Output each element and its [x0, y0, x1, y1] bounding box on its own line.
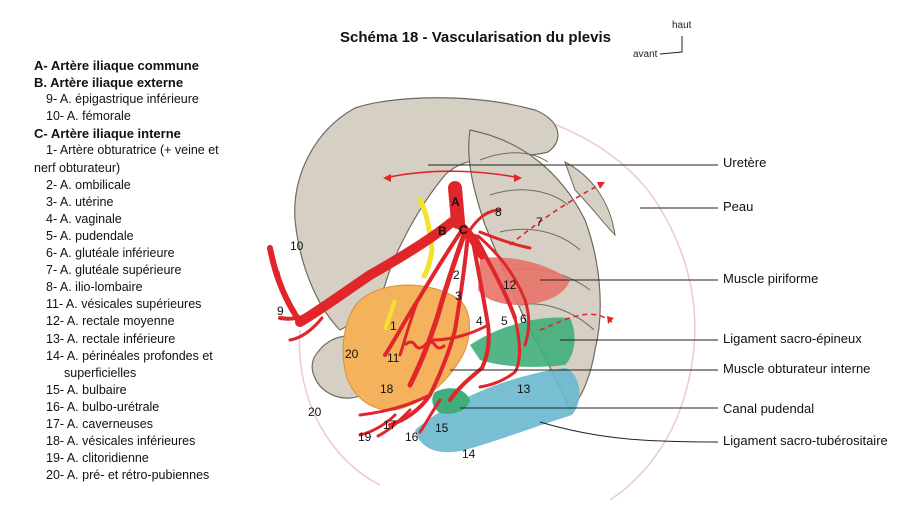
label-2: 2	[453, 268, 460, 282]
label-13: 13	[517, 382, 531, 396]
legend-item: 16- A. bulbo-urétrale	[46, 399, 160, 414]
callout-muscle-piriforme: Muscle piriforme	[723, 271, 819, 286]
label-12: 12	[503, 278, 517, 292]
artery-common-iliac	[448, 181, 465, 229]
label-4: 4	[476, 314, 483, 328]
label-10: 10	[290, 239, 304, 253]
legend-item: 18- A. vésicales inférieures	[46, 434, 196, 449]
label-15: 15	[435, 421, 449, 435]
label-9: 9	[277, 304, 284, 318]
legend-item: 17- A. caverneuses	[46, 416, 154, 431]
label-C: C	[459, 223, 468, 237]
label-16: 16	[405, 430, 419, 444]
label-A: A	[451, 195, 460, 209]
label-6: 6	[520, 312, 527, 326]
legend-item: 7- A. glutéale supérieure	[46, 263, 182, 278]
legend: A- Artère iliaque commune B. Artère ilia…	[34, 57, 274, 484]
legend-item: 2- A. ombilicale	[46, 177, 131, 192]
label-7: 7	[536, 215, 543, 229]
legend-item: 10- A. fémorale	[46, 109, 131, 124]
iliolumbar-arrow	[384, 170, 521, 179]
artery-epigastric	[278, 308, 322, 321]
ureter	[417, 197, 435, 279]
legend-item: 14- A. périnéales profondes et	[46, 348, 213, 363]
callout-muscle-obturateur: Muscle obturateur interne	[723, 361, 871, 376]
legend-item: 9- A. épigastrique inférieure	[46, 92, 199, 107]
skin-outline-lower	[298, 329, 381, 486]
arteries	[267, 181, 532, 438]
artery-femoral	[267, 245, 303, 325]
legend-item: 12- A. rectale moyenne	[46, 314, 175, 329]
arrowhead-icon	[383, 174, 391, 182]
orientation-up-label: haut	[672, 20, 692, 31]
label-5: 5	[501, 314, 508, 328]
legend-item: 20- A. pré- et rétro-pubiennes	[46, 468, 210, 483]
label-20-lower: 20	[308, 405, 322, 419]
label-B: B	[438, 224, 447, 238]
label-3: 3	[455, 289, 462, 303]
callout-peau: Peau	[723, 199, 754, 214]
ureter-lower	[383, 299, 397, 331]
legend-item-continuation: superficielles	[64, 365, 137, 380]
callout-ligament-sacro-epineux: Ligament sacro-épineux	[723, 331, 862, 346]
callout-uretere: Uretère	[723, 155, 767, 170]
label-1: 1	[390, 319, 397, 333]
legend-item-continuation: nerf obturateur)	[34, 160, 121, 175]
callout-canal-pudendal: Canal pudendal	[723, 401, 815, 416]
legend-group-b: B. Artère iliaque externe	[34, 75, 184, 91]
arrowhead-icon	[597, 182, 614, 324]
orientation-front-label: avant	[633, 49, 658, 60]
legend-item: 4- A. vaginale	[46, 211, 122, 226]
legend-item: 6- A. glutéale inférieure	[46, 246, 175, 261]
legend-item: 15- A. bulbaire	[46, 382, 127, 397]
legend-item: 13- A. rectale inférieure	[46, 331, 176, 346]
legend-group-c: C- Artère iliaque interne	[34, 126, 181, 142]
coccyx	[564, 160, 616, 237]
ligament-sacrotuberous	[415, 368, 580, 453]
legend-item: 3- A. utérine	[46, 194, 114, 209]
diagram-title: Schéma 18 - Vascularisation du plevis	[340, 29, 611, 46]
label-17: 17	[383, 418, 397, 432]
legend-item: 8- A. ilio-lombaire	[46, 280, 143, 295]
legend-item: 19- A. clitoridienne	[46, 451, 149, 466]
exit-arrows	[509, 181, 613, 331]
arrowhead-icon	[514, 174, 522, 182]
label-14: 14	[462, 447, 476, 461]
label-19: 19	[358, 430, 372, 444]
callout-lines	[428, 164, 719, 443]
orientation-arrow-icon	[659, 36, 683, 55]
ligament-sacrospinous	[470, 317, 575, 367]
legend-group-a: A- Artère iliaque commune	[34, 58, 199, 73]
label-11: 11	[387, 351, 400, 365]
legend-item: 11- A. vésicales supérieures	[46, 297, 202, 312]
legend-item: 5- A. pudendale	[46, 228, 134, 243]
label-18: 18	[380, 382, 394, 396]
callout-ligament-sacro-tuberositaire: Ligament sacro-tubérositaire	[723, 433, 888, 448]
label-20-upper: 20	[345, 347, 359, 361]
label-8: 8	[495, 205, 502, 219]
legend-item: 1- Artère obturatrice (+ veine et	[46, 143, 219, 158]
muscle-piriformis	[478, 257, 570, 305]
artery-vesical-tortuous	[403, 340, 447, 350]
